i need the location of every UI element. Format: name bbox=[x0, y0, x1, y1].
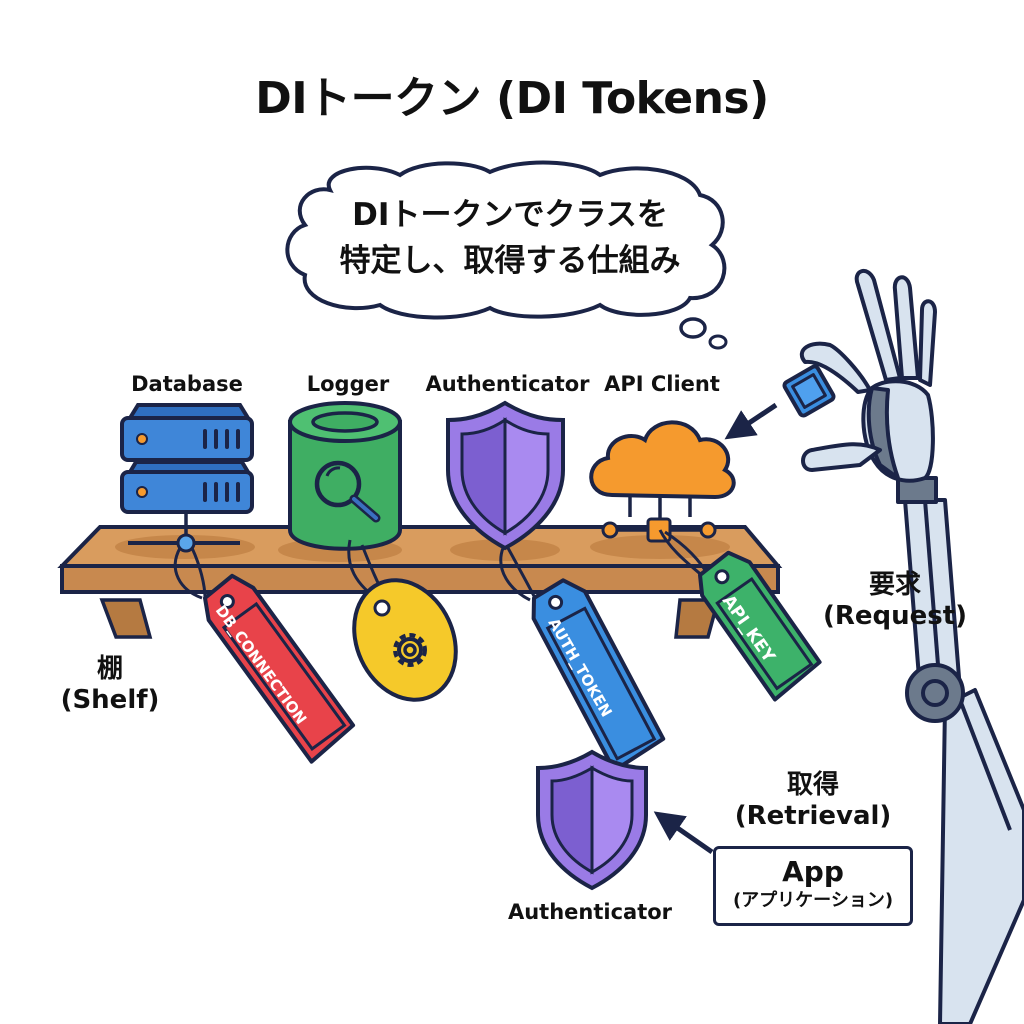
token-tag-db-connection[interactable] bbox=[196, 570, 356, 764]
thought-line-1: DIトークンでクラスを bbox=[352, 197, 668, 233]
shelf-label: 棚 (Shelf) bbox=[50, 654, 170, 716]
thought-line-2: 特定し、取得する仕組み bbox=[339, 243, 681, 279]
tag-strings bbox=[173, 529, 712, 604]
request-label: 要求 (Request) bbox=[820, 570, 970, 632]
shelf-front bbox=[60, 564, 780, 594]
thought-bubble-text: DIトークンでクラスを 特定し、取得する仕組み bbox=[300, 192, 720, 284]
cloud-network-icon bbox=[589, 420, 736, 543]
request-label-jp: 要求 bbox=[868, 570, 921, 600]
page-title: DIトークン (DI Tokens) bbox=[255, 73, 769, 124]
app-box[interactable]: App (アプリケーション) bbox=[713, 846, 913, 926]
token-tag-auth-token[interactable] bbox=[524, 574, 666, 773]
token-tag-api-key[interactable] bbox=[691, 546, 823, 702]
retrieval-label-en: (Retrieval) bbox=[734, 801, 892, 831]
service-label-logger: Logger bbox=[306, 372, 390, 396]
service-label-api-client: API Client bbox=[604, 372, 720, 396]
retrieved-service-label: Authenticator bbox=[507, 900, 673, 924]
retrieval-label: 取得 (Retrieval) bbox=[728, 770, 898, 832]
shelf-leg-left bbox=[99, 598, 153, 639]
retrieved-shield-icon bbox=[536, 749, 648, 891]
retrieval-label-jp: 取得 bbox=[786, 770, 839, 800]
server-stack-icon bbox=[120, 403, 254, 553]
cylinder-magnifier-icon bbox=[288, 401, 402, 551]
thought-dot-large bbox=[679, 317, 707, 339]
robot-arm bbox=[782, 269, 1024, 1024]
app-title: App bbox=[782, 855, 844, 888]
shelf-label-en: (Shelf) bbox=[60, 685, 160, 715]
thought-bubble bbox=[285, 160, 728, 350]
app-subtitle: (アプリケーション) bbox=[732, 890, 894, 911]
gear-icon bbox=[393, 633, 427, 667]
thought-dot-small bbox=[708, 334, 728, 350]
shield-icon bbox=[446, 400, 565, 551]
service-label-database: Database bbox=[131, 372, 243, 396]
token-tag-logger[interactable] bbox=[335, 564, 474, 717]
shelf-label-jp: 棚 bbox=[96, 654, 123, 684]
request-label-en: (Request) bbox=[822, 601, 968, 631]
request-arrow bbox=[724, 402, 778, 440]
service-label-authenticator: Authenticator bbox=[425, 372, 590, 396]
retrieval-arrow bbox=[653, 811, 714, 855]
thought-cloud-shape bbox=[285, 160, 727, 320]
